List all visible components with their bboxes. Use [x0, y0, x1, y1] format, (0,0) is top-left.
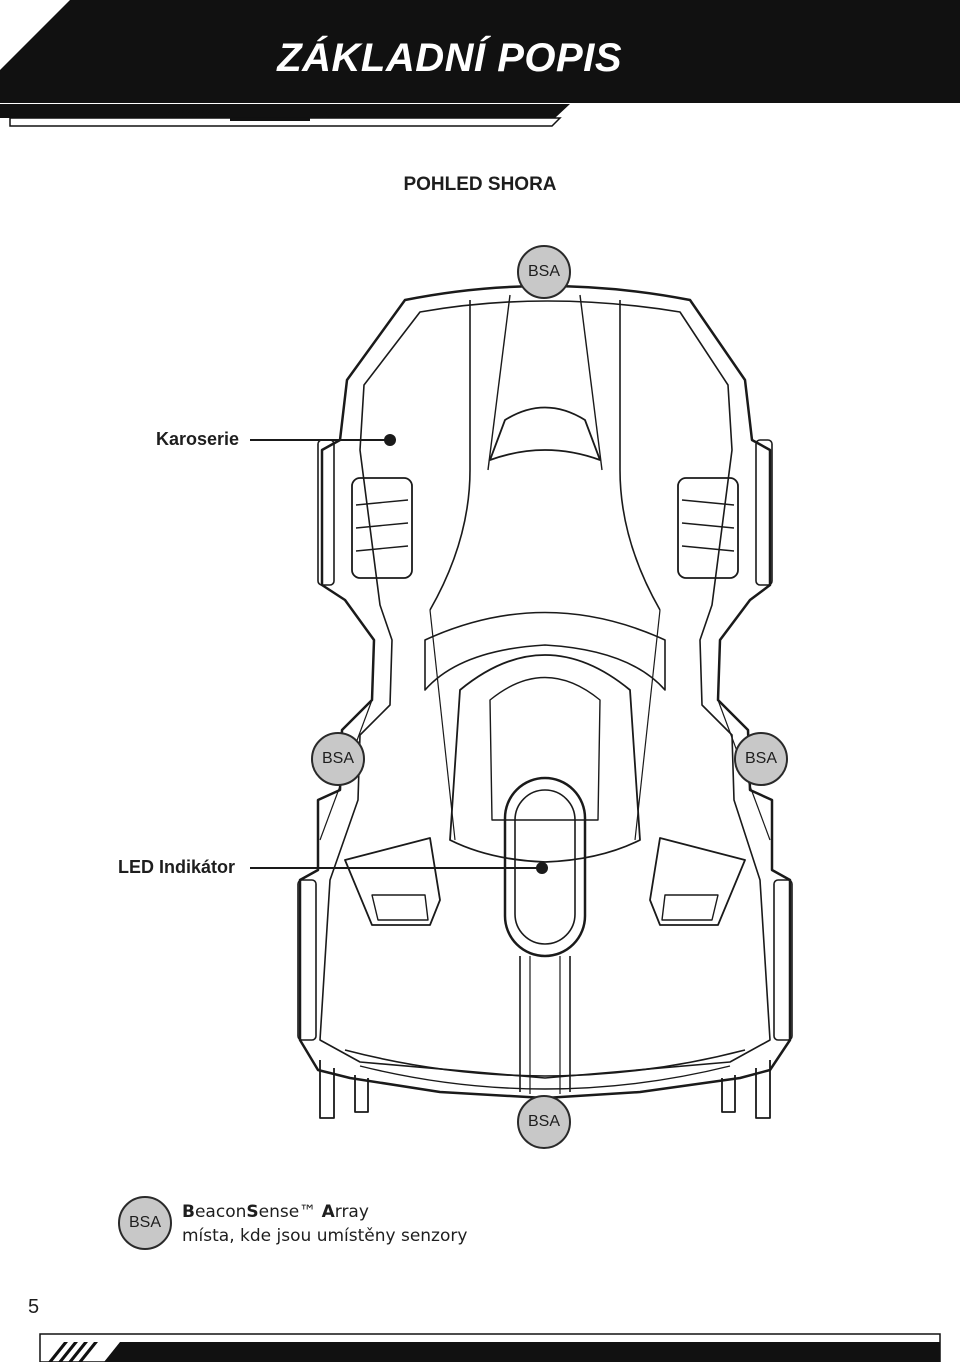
legend-text: BeaconSense™ Array místa, kde jsou umíst…: [182, 1200, 467, 1248]
car-top-view-icon: [297, 284, 793, 1119]
footer-bar: [39, 1333, 941, 1362]
sensor-badge-rear: BSA: [517, 1095, 571, 1149]
sensor-badge-front: BSA: [517, 245, 571, 299]
page-heading: ZÁKLADNÍ POPIS: [277, 36, 622, 80]
car-top-view-diagram: [250, 284, 793, 1119]
header-bar: [0, 0, 960, 127]
sensor-badge-right: BSA: [734, 732, 788, 786]
body-callout-dot: [384, 434, 396, 446]
legend-badge: BSA: [118, 1196, 172, 1250]
led-callout-dot: [536, 862, 548, 874]
legend-title: BeaconSense™ Array: [182, 1202, 369, 1222]
sensor-badge-left: BSA: [311, 732, 365, 786]
led-callout-label: LED Indikátor: [118, 857, 236, 877]
legend-description: místa, kde jsou umístěny senzory: [182, 1226, 468, 1246]
body-callout-label: Karoserie: [156, 429, 240, 449]
callout-lines: [250, 439, 542, 869]
section-title: POHLED SHORA: [403, 174, 557, 195]
page-number: 5: [28, 1296, 40, 1318]
